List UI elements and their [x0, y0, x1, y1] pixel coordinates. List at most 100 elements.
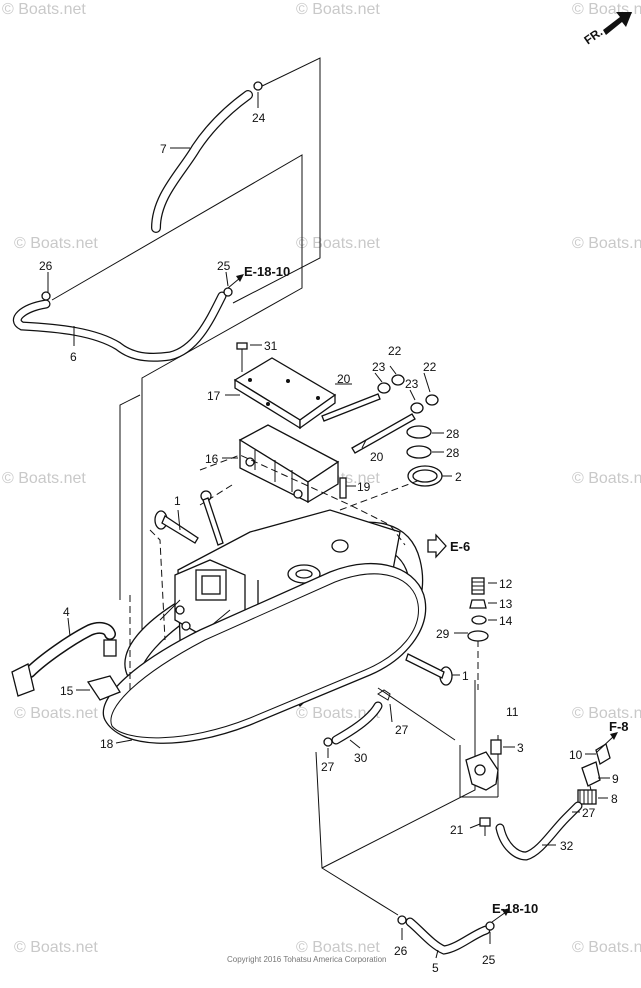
callout-31: 31 [264, 339, 278, 353]
callout-8: 8 [611, 792, 618, 806]
callout-22: 22 [388, 344, 402, 358]
callout-32: 32 [560, 839, 574, 853]
valve-13 [469, 599, 487, 609]
bolt-21 [479, 817, 491, 836]
callout-14: 14 [499, 614, 513, 628]
callout-labels: 24 7 26 25 E-18-10 6 31 17 20 22 23 22 2… [39, 111, 629, 975]
hose-clip-24 [253, 81, 263, 91]
alignment-lines [129, 454, 479, 690]
callout-28: 28 [446, 446, 460, 460]
watermark: © Boats.net [296, 939, 380, 956]
reference-arrows [227, 274, 618, 923]
bolt-1-right [405, 653, 453, 686]
callout-4: 4 [63, 605, 70, 619]
callout-26: 26 [394, 944, 408, 958]
fitting-9 [581, 761, 601, 795]
bracket-lines [51, 57, 499, 916]
callout-12: 12 [499, 577, 513, 591]
bolt-31 [236, 342, 248, 372]
callout-21: 21 [450, 823, 464, 837]
callout-29: 29 [436, 627, 450, 641]
callout-6: 6 [70, 350, 77, 364]
ref-f-8: F-8 [609, 719, 629, 734]
callout-7: 7 [160, 142, 167, 156]
watermark: © Boats.net [572, 1, 641, 18]
leader-lines [47, 92, 610, 959]
copyright-notice: Copyright 2016 Tohatsu America Corporati… [227, 955, 387, 964]
e6-arrow-icon [427, 533, 447, 559]
callout-26: 26 [39, 259, 53, 273]
callout-9: 9 [612, 772, 619, 786]
plate-16 [238, 424, 340, 504]
callout-23: 23 [372, 360, 386, 374]
callout-10: 10 [569, 748, 583, 762]
callout-16: 16 [205, 452, 219, 466]
callout-27: 27 [582, 806, 596, 820]
callout-5: 5 [432, 961, 439, 975]
grommet-15 [86, 675, 121, 701]
callout-23: 23 [405, 377, 419, 391]
callout-18: 18 [100, 737, 114, 751]
watermark-layer: © Boats.net © Boats.net © Boats.net © Bo… [2, 1, 641, 956]
hose-clip-25 [485, 921, 495, 931]
pipe-19 [339, 477, 347, 499]
cover-17 [233, 357, 337, 430]
callout-25: 25 [217, 259, 231, 273]
front-label: FR. [581, 25, 605, 48]
callout-22: 22 [423, 360, 437, 374]
watermark: © Boats.net [296, 1, 380, 18]
callout-15: 15 [60, 684, 74, 698]
watermark: © Boats.net [2, 1, 86, 18]
seals-28 [406, 425, 432, 459]
ref-e-6: E-6 [450, 539, 470, 554]
callout-28: 28 [446, 427, 460, 441]
bolt-1-left [154, 490, 224, 546]
callout-24: 24 [252, 111, 266, 125]
callout-27: 27 [395, 723, 409, 737]
hose-6 [12, 287, 233, 362]
callout-20: 20 [337, 372, 351, 386]
gasket-18 [102, 563, 427, 744]
callout-3: 3 [517, 741, 524, 755]
watermark: © Boats.net [14, 705, 98, 722]
fitting-3 [490, 739, 502, 755]
hose-5 [397, 915, 495, 955]
hose-32 [495, 801, 583, 861]
hose-4 [11, 621, 117, 697]
gear-8 [577, 789, 597, 805]
hose-clip-27 [323, 737, 333, 747]
watermark: © Boats.net [2, 470, 86, 487]
callout-11: 11 [506, 705, 519, 719]
callout-19: 19 [357, 480, 371, 494]
hose-clip-26 [41, 291, 51, 301]
callout-30: 30 [354, 751, 368, 765]
nuts-washers [377, 374, 439, 414]
watermark: © Boats.net [572, 939, 641, 956]
callout-17: 17 [207, 389, 221, 403]
callout-20: 20 [370, 450, 384, 464]
callout-13: 13 [499, 597, 513, 611]
callout-2: 2 [455, 470, 462, 484]
callout-1: 1 [462, 669, 469, 683]
hose-7 [151, 81, 263, 233]
callout-1: 1 [174, 494, 181, 508]
hose-clip-27 [377, 689, 391, 701]
callout-27: 27 [321, 760, 335, 774]
thermostat-housing [465, 751, 499, 791]
watermark: © Boats.net [296, 235, 380, 252]
hose-30 [323, 689, 391, 747]
hose-clip-25 [223, 287, 233, 297]
hose-clip-26 [397, 915, 407, 925]
callout-25: 25 [482, 953, 496, 967]
watermark: © Boats.net [572, 235, 641, 252]
watermark: © Boats.net [14, 235, 98, 252]
front-arrow-icon [603, 12, 632, 35]
watermark: © Boats.net [14, 939, 98, 956]
ref-e-18-10: E-18-10 [244, 264, 290, 279]
watermark: © Boats.net [296, 705, 380, 722]
ref-e-18-10: E-18-10 [492, 901, 538, 916]
washer-14 [471, 615, 487, 625]
watermark: © Boats.net [572, 470, 641, 487]
